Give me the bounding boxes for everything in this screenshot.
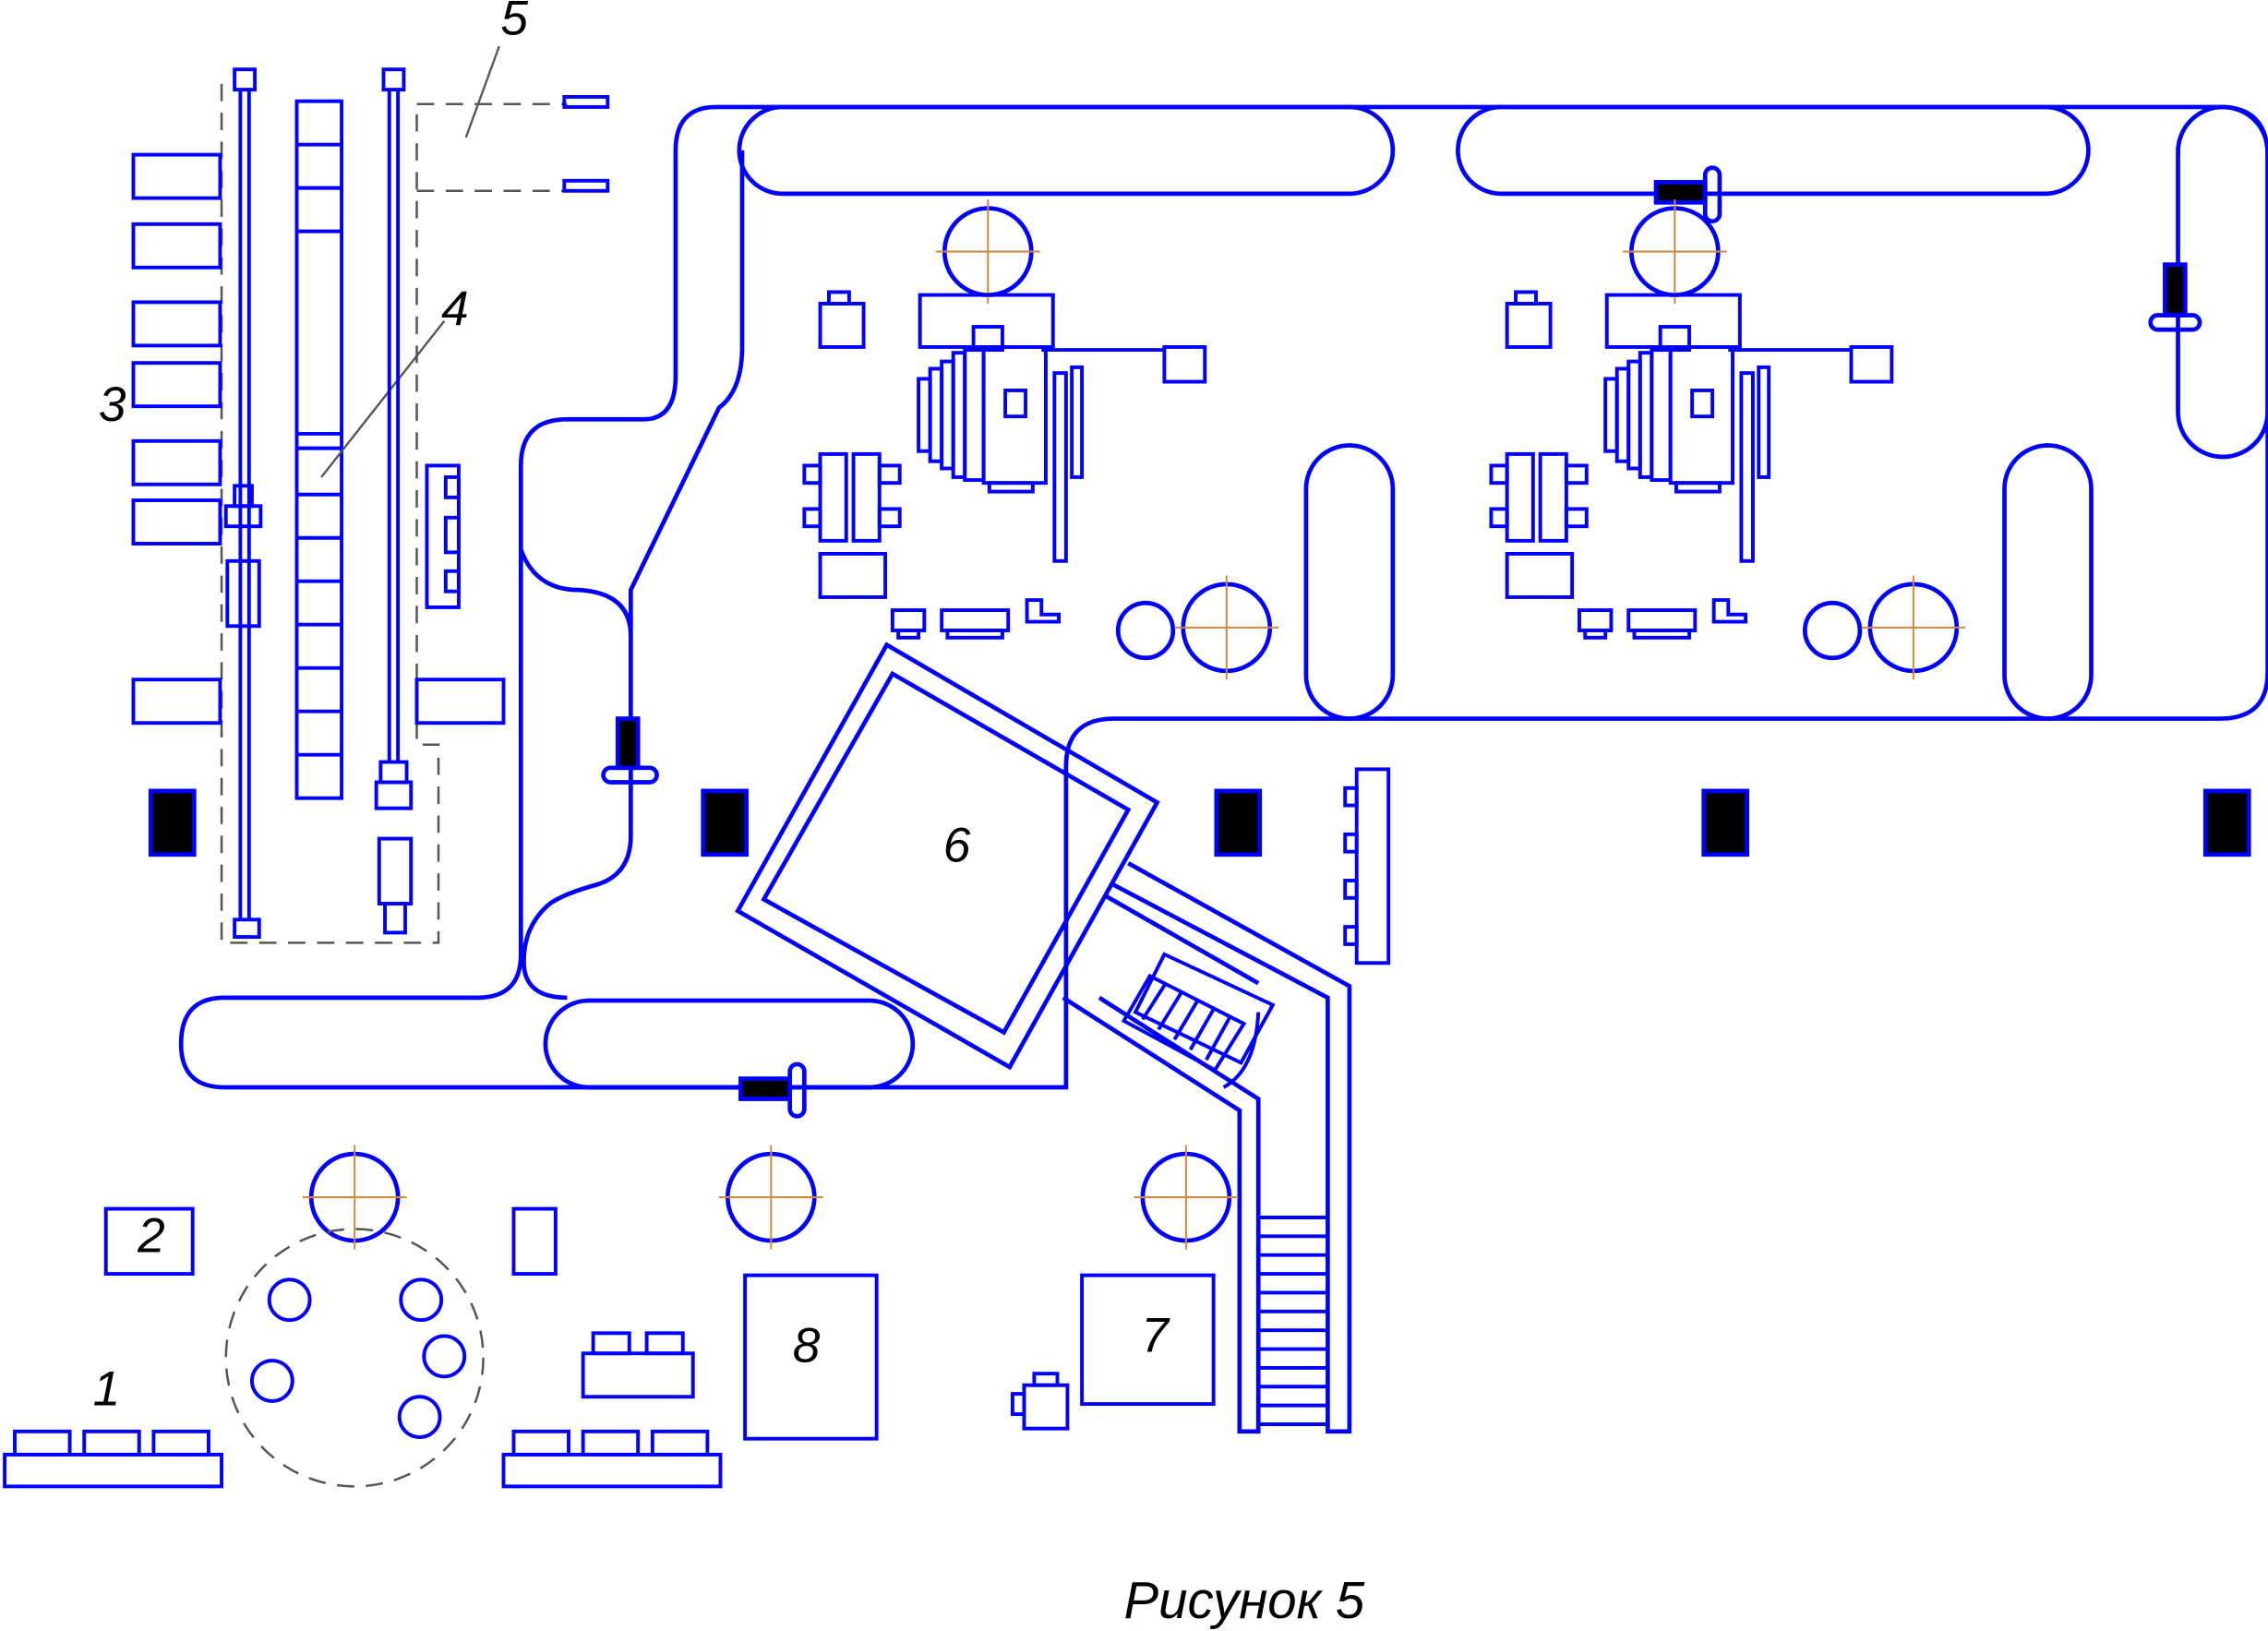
figure-caption: Рисунок 5 <box>1124 1571 1365 1629</box>
label-6: 6 <box>943 819 971 873</box>
transport-routes <box>178 104 2268 1090</box>
conveyor-7 <box>1062 861 1352 1434</box>
label-8: 8 <box>793 1319 821 1373</box>
agv-carts <box>601 165 2202 1119</box>
label-7: 7 <box>1141 1309 1170 1363</box>
label-2: 2 <box>137 1209 165 1264</box>
side-rack <box>1343 767 1391 965</box>
building-columns <box>148 788 2251 857</box>
unit-6: 6 <box>735 642 1160 1071</box>
machine-cell-2 <box>1489 199 1966 680</box>
storage-area: 3 4 5 <box>99 0 610 944</box>
label-5: 5 <box>500 0 528 46</box>
machine-cell-1 <box>802 199 1279 680</box>
label-3: 3 <box>99 378 126 432</box>
lower-area: 2 1 8 7 <box>3 1145 1239 1489</box>
label-1: 1 <box>93 1362 121 1417</box>
label-4: 4 <box>441 282 469 336</box>
